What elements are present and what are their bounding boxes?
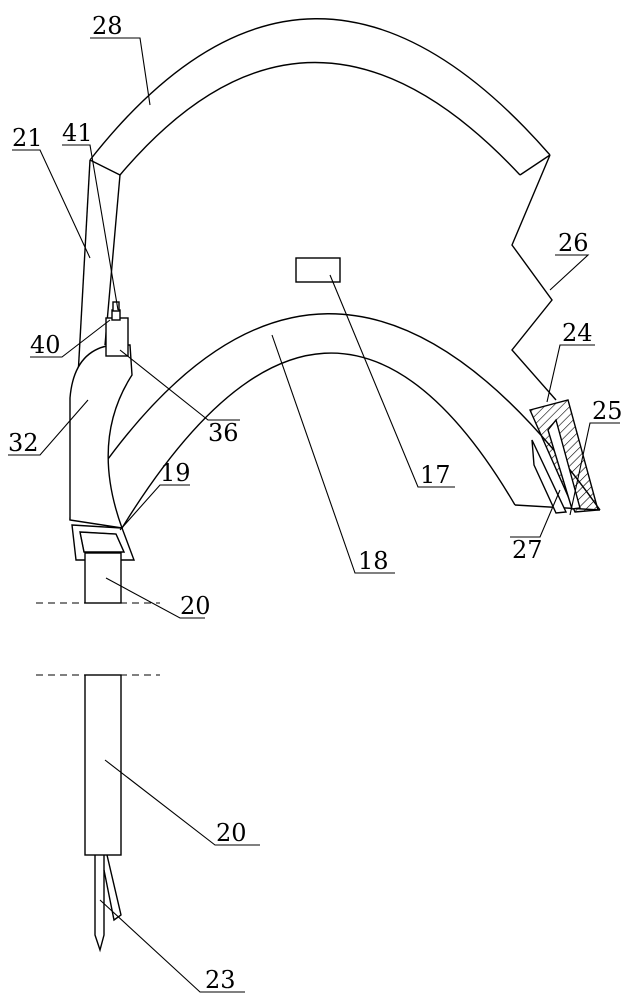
part-17-top-block <box>295 257 341 283</box>
label-17: 17 <box>420 461 451 489</box>
part-28-upper-arc <box>89 18 551 176</box>
label-23: 23 <box>205 966 236 994</box>
part-20-shaft-upper <box>84 552 122 604</box>
label-24: 24 <box>562 319 593 347</box>
label-41: 41 <box>62 119 93 147</box>
label-32: 32 <box>8 429 39 457</box>
label-26: 26 <box>558 229 589 257</box>
label-18: 18 <box>358 547 389 575</box>
label-19: 19 <box>160 459 191 487</box>
part-20-shaft-lower <box>84 674 122 856</box>
part-19-bracket-inner <box>79 531 125 553</box>
part-32-housing <box>69 344 133 529</box>
label-28: 28 <box>92 12 123 40</box>
label-27: 27 <box>512 536 543 564</box>
part-23-needle <box>94 854 122 953</box>
label-20-lower: 20 <box>216 819 247 847</box>
label-40: 40 <box>30 331 61 359</box>
part-26-zigzag-link <box>511 154 557 401</box>
label-36: 36 <box>208 419 239 447</box>
label-21: 21 <box>12 124 43 152</box>
leader-lines <box>8 37 620 993</box>
part-18-main-arc <box>69 313 601 529</box>
part-36-40-41-rod-assembly <box>105 301 129 357</box>
label-25: 25 <box>592 397 623 425</box>
label-20-upper: 20 <box>180 592 211 620</box>
